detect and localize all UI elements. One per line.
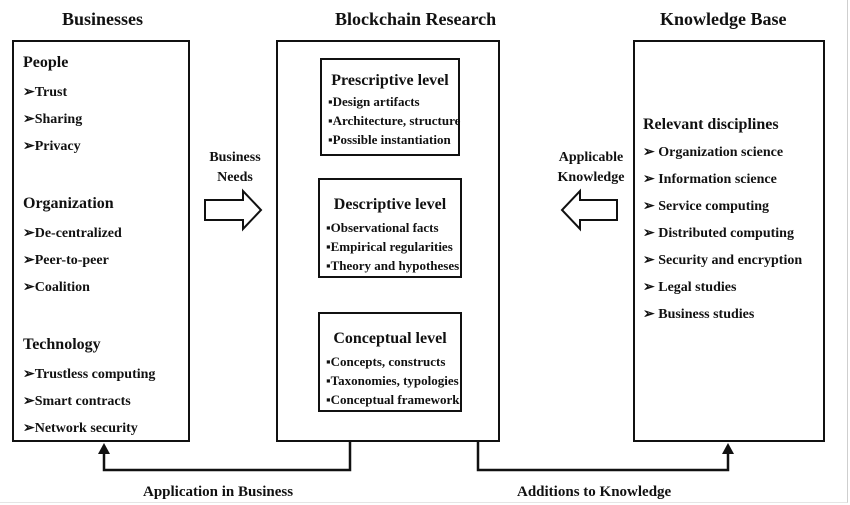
applicable-knowledge-label: Applicable Knowledge xyxy=(551,148,631,188)
relevant-disciplines-heading: Relevant disciplines xyxy=(643,116,779,133)
discipline-item: ➢ Service computing xyxy=(643,199,770,214)
business-needs-arrow xyxy=(204,188,263,232)
people-item-sharing: ➢Sharing xyxy=(23,112,83,127)
discipline-item: ➢ Business studies xyxy=(643,307,755,322)
prescriptive-level-title: Prescriptive level xyxy=(331,72,449,89)
organization-item-decentralized: ➢De-centralized xyxy=(23,226,122,241)
technology-item-trustless-computing: ➢Trustless computing xyxy=(23,367,156,382)
prescriptive-item: ▪Design artifacts xyxy=(328,94,420,109)
conceptual-item: ▪Conceptual framework xyxy=(326,392,460,407)
discipline-item: ➢ Distributed computing xyxy=(643,226,794,241)
organization-heading: Organization xyxy=(23,195,114,212)
conceptual-item: ▪Concepts, constructs xyxy=(326,354,446,369)
technology-item-network-security: ➢Network security xyxy=(23,421,138,436)
applicable-knowledge-line: Applicable xyxy=(558,150,624,165)
people-heading: People xyxy=(23,54,69,71)
discipline-item: ➢ Legal studies xyxy=(643,280,737,295)
additions-to-knowledge-arrowhead xyxy=(722,443,734,454)
prescriptive-item: ▪Possible instantiation xyxy=(328,132,451,147)
additions-to-knowledge-label: Additions to Knowledge xyxy=(517,484,672,500)
discipline-item: ➢ Security and encryption xyxy=(643,253,803,268)
prescriptive-level-box: Prescriptive level ▪Design artifacts ▪Ar… xyxy=(320,58,460,156)
research-box: Prescriptive level ▪Design artifacts ▪Ar… xyxy=(276,40,500,442)
additions-to-knowledge-connector xyxy=(476,442,730,472)
technology-heading: Technology xyxy=(23,336,101,353)
business-needs-label: Business Needs xyxy=(197,148,273,188)
business-needs-line: Business xyxy=(209,150,261,165)
businesses-box: People ➢Trust ➢Sharing ➢Privacy Organiza… xyxy=(12,40,190,442)
knowledge-base-box: Relevant disciplines ➢ Organization scie… xyxy=(633,40,825,442)
applicable-knowledge-line: Knowledge xyxy=(557,170,625,185)
conceptual-item: ▪Taxonomies, typologies xyxy=(326,373,459,388)
people-item-trust: ➢Trust xyxy=(23,85,68,100)
conceptual-level-box: Conceptual level ▪Concepts, constructs ▪… xyxy=(318,312,462,412)
descriptive-item: ▪Empirical regularities xyxy=(326,239,453,254)
descriptive-level-title: Descriptive level xyxy=(333,196,447,213)
people-item-privacy: ➢Privacy xyxy=(23,139,81,154)
discipline-item: ➢ Information science xyxy=(643,172,777,187)
discipline-item: ➢ Organization science xyxy=(643,145,784,160)
business-needs-line: Needs xyxy=(217,170,253,185)
conceptual-level-title: Conceptual level xyxy=(333,330,447,347)
knowledge-base-title: Knowledge Base xyxy=(660,9,787,29)
descriptive-item: ▪Theory and hypotheses xyxy=(326,258,460,273)
research-title: Blockchain Research xyxy=(335,9,497,29)
application-in-business-connector xyxy=(102,442,352,472)
technology-item-smart-contracts: ➢Smart contracts xyxy=(23,394,131,409)
organization-item-peer-to-peer: ➢Peer-to-peer xyxy=(23,253,109,268)
descriptive-level-box: Descriptive level ▪Observational facts ▪… xyxy=(318,178,462,278)
businesses-title: Businesses xyxy=(62,9,144,29)
prescriptive-item: ▪Architecture, structure xyxy=(328,113,461,128)
descriptive-item: ▪Observational facts xyxy=(326,220,439,235)
application-in-business-label: Application in Business xyxy=(143,484,294,500)
organization-item-coalition: ➢Coalition xyxy=(23,280,90,295)
applicable-knowledge-arrow xyxy=(560,188,618,232)
application-in-business-arrowhead xyxy=(98,443,110,454)
